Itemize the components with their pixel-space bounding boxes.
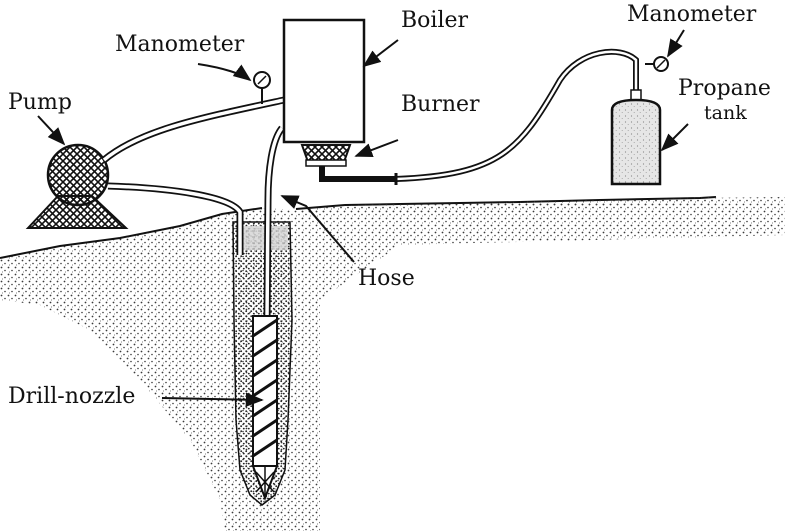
propane-tank-arrow: [660, 123, 689, 152]
drill-nozzle: [251, 315, 279, 501]
label-drill-nozzle: Drill-nozzle: [8, 384, 136, 409]
boiler-arrow: [362, 39, 399, 68]
manometer-left: [253, 71, 271, 104]
manometer-left-arrow: [197, 63, 252, 82]
label-propane: Propane: [678, 76, 771, 101]
hose-arrow: [280, 195, 355, 263]
manometer-right: [645, 56, 669, 72]
burner-arrow: [354, 139, 399, 157]
label-manometer-left: Manometer: [115, 32, 245, 57]
propane-tank: [610, 89, 662, 186]
manometer-right-arrow: [667, 29, 685, 58]
label-manometer-right: Manometer: [627, 2, 757, 27]
pump: [25, 143, 129, 229]
drill-nozzle-arrow: [161, 392, 264, 407]
hose-pump-to-boiler: [101, 96, 285, 163]
label-pump: Pump: [8, 90, 72, 115]
burner: [300, 144, 352, 167]
ground-surface-left: [0, 207, 263, 259]
label-hose: Hose: [358, 266, 415, 291]
boiler: [282, 18, 366, 144]
label-boiler: Boiler: [401, 8, 469, 33]
label-tank: tank: [704, 102, 747, 124]
pump-arrow: [37, 115, 66, 146]
propane-feed-line: [319, 166, 396, 182]
label-burner: Burner: [401, 92, 480, 117]
